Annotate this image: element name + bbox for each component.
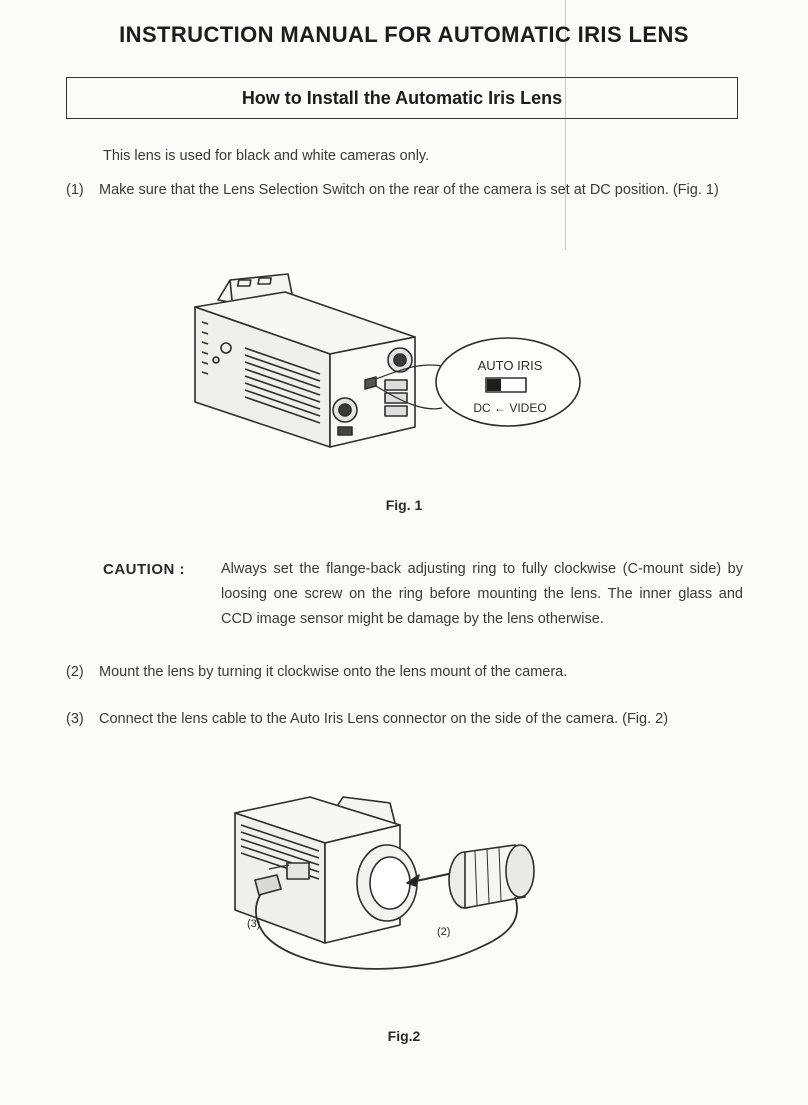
step-1-text: Make sure that the Lens Selection Switch… bbox=[99, 182, 719, 198]
intro-text: This lens is used for black and white ca… bbox=[103, 148, 430, 164]
caution-block: CAUTION : Always set the flange-back adj… bbox=[103, 557, 743, 632]
figure-2-label-lens: (2) bbox=[437, 926, 450, 938]
page-fold-line bbox=[565, 0, 566, 250]
step-3: (3) Connect the lens cable to the Auto I… bbox=[66, 707, 746, 732]
step-3-text: Connect the lens cable to the Auto Iris … bbox=[99, 711, 669, 727]
step-3-number: (3) bbox=[66, 711, 84, 727]
figure-1-camera-rear: AUTO IRIS DC ← VIDEO bbox=[194, 273, 581, 448]
step-1: (1) Make sure that the Lens Selection Sw… bbox=[66, 178, 746, 203]
section-heading-box: How to Install the Automatic Iris Lens bbox=[66, 77, 738, 119]
figure-2-label-cable: (3) bbox=[247, 918, 260, 930]
callout-auto-iris-label: AUTO IRIS bbox=[478, 358, 543, 373]
section-heading: How to Install the Automatic Iris Lens bbox=[241, 87, 563, 108]
figure-2-lens-mounting: (3) (2) bbox=[234, 796, 535, 970]
figure-1-caption: Fig. 1 bbox=[385, 497, 423, 513]
page-title: INSTRUCTION MANUAL FOR AUTOMATIC IRIS LE… bbox=[119, 22, 689, 47]
figure-2-caption: Fig.2 bbox=[387, 1028, 421, 1044]
callout-switch-label: DC ← VIDEO bbox=[473, 401, 546, 415]
step-2: (2) Mount the lens by turning it clockwi… bbox=[66, 660, 746, 685]
caution-label: CAUTION : bbox=[103, 561, 185, 578]
step-2-number: (2) bbox=[66, 664, 84, 680]
step-1-number: (1) bbox=[66, 182, 84, 198]
step-2-text: Mount the lens by turning it clockwise o… bbox=[99, 664, 568, 680]
caution-text: Always set the flange-back adjusting rin… bbox=[221, 561, 743, 627]
